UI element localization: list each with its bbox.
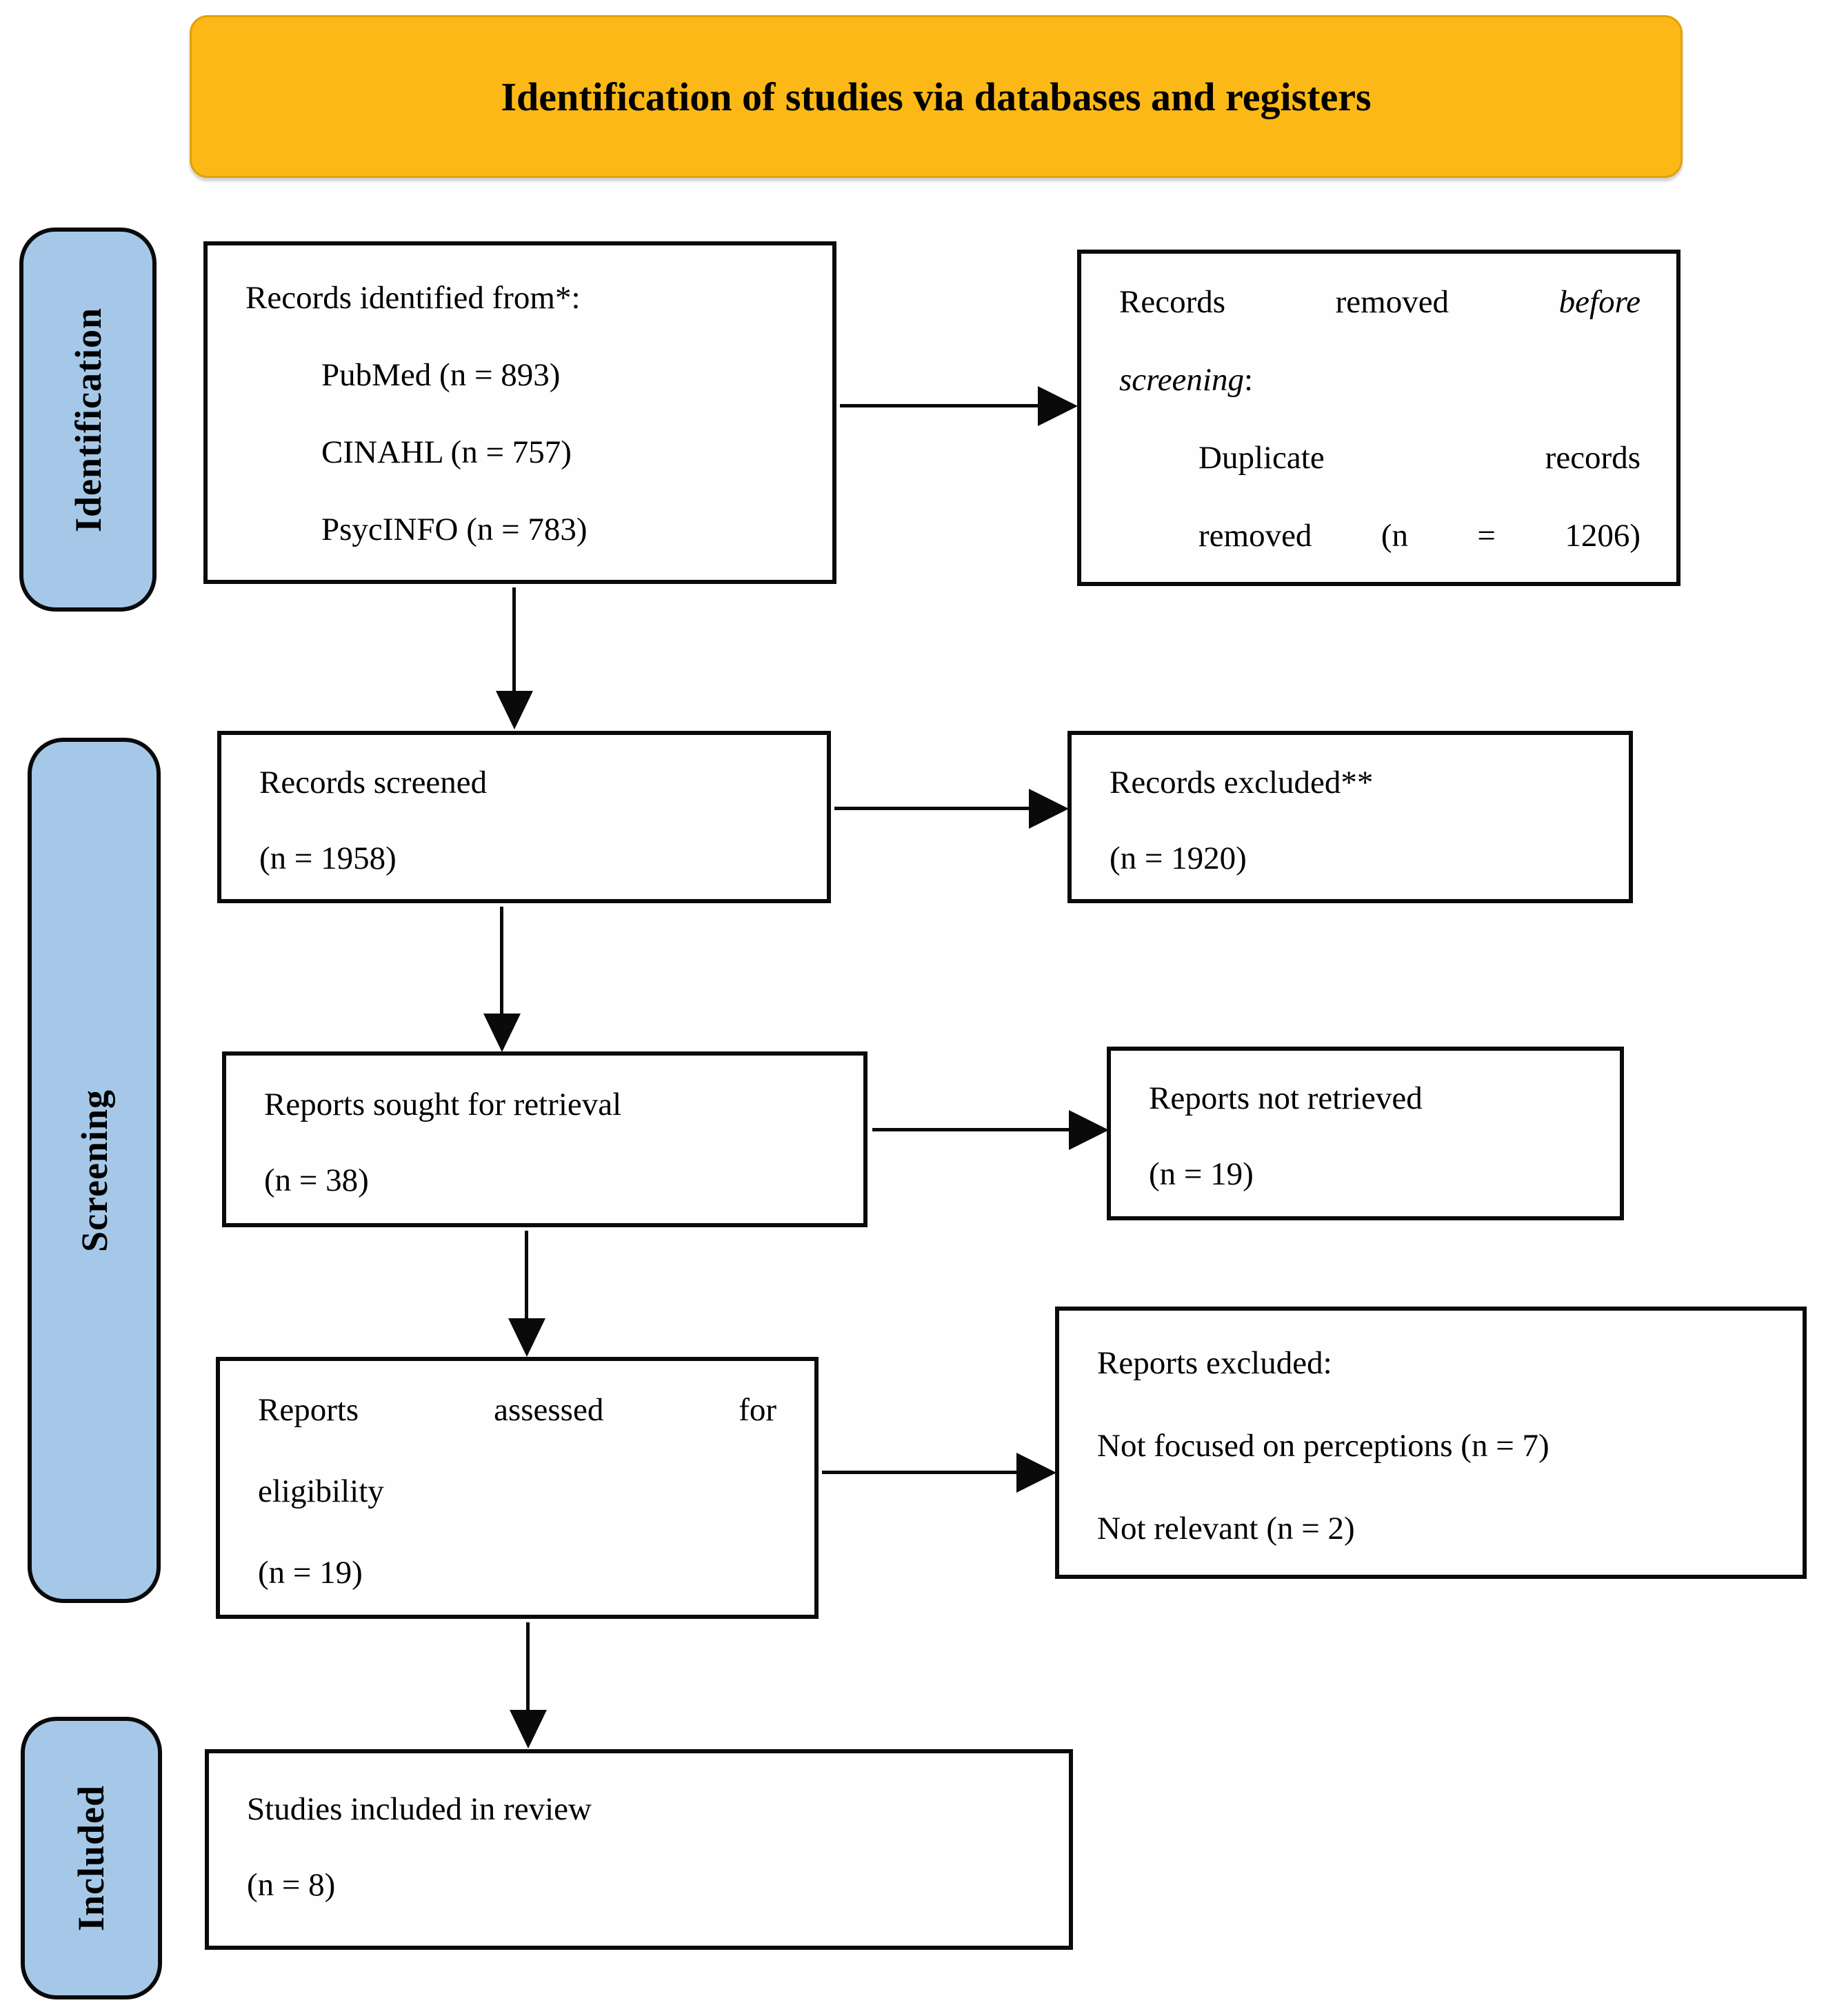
reports-sought-label: Reports sought for retrieval xyxy=(264,1087,622,1122)
records-screened-label: Records screened xyxy=(259,765,488,800)
studies-included-label: Studies included in review xyxy=(247,1791,592,1827)
banner-title-text: Identification of studies via databases … xyxy=(501,74,1372,119)
studies-included-count: (n = 8) xyxy=(247,1867,336,1903)
reports-assessed-line2: eligibility xyxy=(258,1473,384,1509)
stage-label-included-text: Included xyxy=(70,1784,112,1932)
records-excluded-count: (n = 1920) xyxy=(1110,840,1247,876)
records-removed-box: Records removed before screening: Duplic… xyxy=(1077,250,1681,586)
reports-not-retrieved-box: Reports not retrieved (n = 19) xyxy=(1107,1047,1624,1220)
records-identified-item-pubmed: PubMed (n = 893) xyxy=(321,357,561,393)
records-removed-line2-italic: screening xyxy=(1119,362,1244,398)
reports-excluded-item-perceptions: Not focused on perceptions (n = 7) xyxy=(1097,1428,1549,1464)
records-excluded-label: Records excluded** xyxy=(1110,765,1374,800)
reports-not-retrieved-label: Reports not retrieved xyxy=(1149,1080,1423,1116)
reports-excluded-heading: Reports excluded: xyxy=(1097,1345,1332,1381)
reports-not-retrieved-count: (n = 19) xyxy=(1149,1156,1254,1192)
reports-assessed-box: Reports assessed for eligibility (n = 19… xyxy=(216,1357,819,1619)
stage-label-included: Included xyxy=(21,1717,162,1999)
records-removed-line2: screening: xyxy=(1119,341,1641,419)
stage-label-screening-text: Screening xyxy=(73,1089,115,1252)
stage-label-identification-text: Identification xyxy=(67,307,109,532)
stage-label-identification: Identification xyxy=(19,228,157,612)
records-removed-duplicate-line2: removed (n = 1206) xyxy=(1198,518,1641,554)
records-screened-box: Records screened (n = 1958) xyxy=(217,731,831,903)
reports-assessed-count: (n = 19) xyxy=(258,1555,363,1591)
banner-title: Identification of studies via databases … xyxy=(190,15,1683,178)
records-identified-box: Records identified from*: PubMed (n = 89… xyxy=(203,241,836,584)
reports-assessed-line1: Reports assessed for xyxy=(258,1392,776,1428)
records-identified-item-cinahl: CINAHL (n = 757) xyxy=(321,434,572,470)
stage-label-screening: Screening xyxy=(28,738,161,1603)
reports-excluded-box: Reports excluded: Not focused on percept… xyxy=(1055,1307,1807,1579)
records-removed-line1-normal: Records removed xyxy=(1119,284,1449,320)
reports-excluded-item-relevant: Not relevant (n = 2) xyxy=(1097,1511,1355,1546)
records-identified-item-psycinfo: PsycINFO (n = 783) xyxy=(321,512,588,547)
studies-included-box: Studies included in review (n = 8) xyxy=(205,1749,1073,1950)
reports-sought-box: Reports sought for retrieval (n = 38) xyxy=(222,1051,867,1227)
records-removed-duplicate-line1: Duplicate records xyxy=(1198,440,1641,476)
records-removed-line1: Records removed before xyxy=(1119,263,1641,341)
records-excluded-box: Records excluded** (n = 1920) xyxy=(1067,731,1633,903)
records-identified-heading: Records identified from*: xyxy=(245,280,581,316)
records-screened-count: (n = 1958) xyxy=(259,840,397,876)
records-removed-line1-italic: before xyxy=(1558,284,1641,320)
reports-sought-count: (n = 38) xyxy=(264,1162,369,1198)
records-removed-line2-normal: : xyxy=(1243,362,1254,398)
